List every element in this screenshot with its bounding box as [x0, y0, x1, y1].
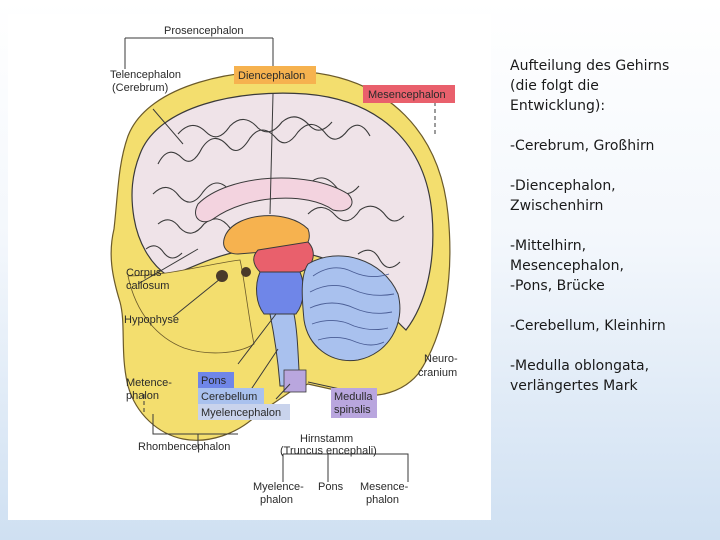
label-cerebrum: (Cerebrum) [112, 82, 168, 94]
brain-illustration: Prosencephalon Telencephalon (Cerebrum) … [8, 14, 491, 520]
label-bottom-myelence: Myelence- [253, 481, 304, 493]
label-hirnstamm: Hirnstamm [300, 433, 353, 445]
label-hypophyse: Hypophyse [124, 314, 179, 326]
label-myelencephalon: Myelencephalon [201, 407, 281, 419]
medulla-spinalis-region [284, 370, 306, 392]
caption-line: -Mittelhirn, [510, 236, 710, 256]
caption-line: Aufteilung des Gehirns [510, 56, 710, 76]
label-rhombencephalon: Rhombencephalon [138, 441, 230, 453]
label-truncus: (Truncus encephali) [280, 445, 377, 457]
caption-line: Mesencephalon, [510, 256, 710, 276]
label-medulla: Medulla [334, 391, 373, 403]
label-neuro: Neuro- [424, 353, 458, 365]
label-bottom-phalon-2: phalon [366, 494, 399, 506]
caption-text: Aufteilung des Gehirns (die folgt die En… [510, 56, 710, 396]
label-phalon: phalon [126, 390, 159, 402]
label-diencephalon: Diencephalon [238, 70, 305, 82]
label-metence: Metence- [126, 377, 172, 389]
sella-shape [241, 267, 251, 277]
caption-line: -Cerebellum, Kleinhirn [510, 316, 710, 336]
label-mesencephalon: Mesencephalon [368, 89, 446, 101]
label-callosum: callosum [126, 280, 169, 292]
label-cranium: cranium [418, 367, 457, 379]
label-spinalis: spinalis [334, 404, 371, 416]
caption-line: Zwischenhirn [510, 196, 710, 216]
caption-line: -Medulla oblongata, [510, 356, 710, 376]
pons-region [257, 272, 304, 314]
brain-diagram: Prosencephalon Telencephalon (Cerebrum) … [8, 14, 491, 520]
label-bottom-pons: Pons [318, 481, 344, 493]
caption-line: -Cerebrum, Großhirn [510, 136, 710, 156]
label-corpus: Corpus [126, 267, 162, 279]
caption-line: -Pons, Brücke [510, 276, 710, 296]
label-bottom-mesence: Mesence- [360, 481, 409, 493]
label-pons: Pons [201, 375, 227, 387]
caption-line: verlängertes Mark [510, 376, 710, 396]
label-bottom-phalon-1: phalon [260, 494, 293, 506]
caption-line: Entwicklung): [510, 96, 710, 116]
caption-line: -Diencephalon, [510, 176, 710, 196]
label-cerebellum: Cerebellum [201, 391, 257, 403]
label-prosencephalon: Prosencephalon [164, 25, 244, 37]
label-telencephalon: Telencephalon [110, 69, 181, 81]
caption-line: (die folgt die [510, 76, 710, 96]
